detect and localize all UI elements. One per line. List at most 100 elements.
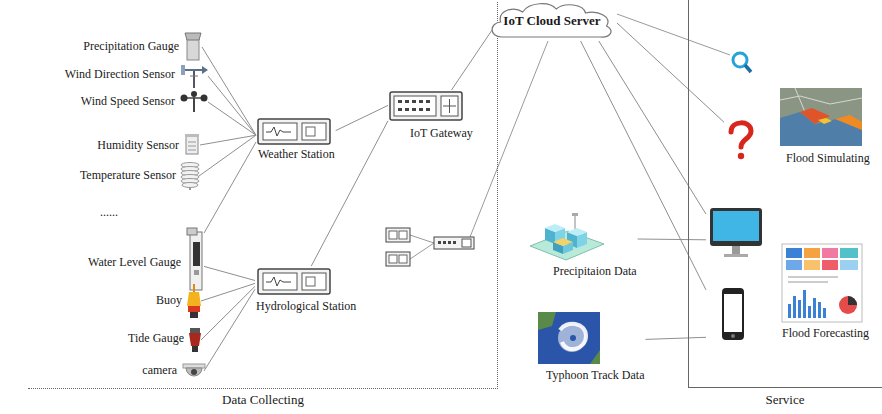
phone-icon bbox=[722, 288, 744, 340]
service-output: Flood Forecasting bbox=[706, 206, 870, 341]
connector-line bbox=[208, 76, 256, 135]
dashboard-image bbox=[786, 260, 802, 270]
gateway-icon bbox=[412, 100, 416, 103]
wind-vane-icon bbox=[181, 65, 185, 75]
sensor-node: Tide Gauge bbox=[127, 328, 201, 352]
precipitation-gauge-icon bbox=[187, 38, 199, 60]
question-icon bbox=[738, 153, 744, 159]
station-node: Weather Station bbox=[256, 117, 336, 162]
gateway-icon bbox=[419, 100, 423, 103]
connector-line bbox=[599, 41, 706, 214]
weather-station-icon bbox=[266, 127, 291, 136]
flood-map-image bbox=[780, 96, 862, 104]
tide-gauge-icon bbox=[189, 333, 201, 346]
node-label: Buoy bbox=[156, 293, 182, 307]
dashboard-image bbox=[804, 260, 820, 270]
gateway-icon bbox=[426, 100, 430, 103]
service-output: Flood Simulating bbox=[724, 86, 871, 166]
node-label: Humidity Sensor bbox=[97, 138, 179, 152]
precipitation-gauge-icon bbox=[185, 33, 201, 60]
precipitation-gauge-icon bbox=[185, 33, 201, 40]
dashboard-image bbox=[788, 281, 828, 283]
dashboard-image bbox=[808, 306, 811, 318]
node-label: IoT Cloud Server bbox=[503, 13, 600, 29]
hydrological-station-icon bbox=[263, 273, 297, 290]
ellipsis-label: ...... bbox=[100, 205, 118, 219]
typhoon-image bbox=[558, 324, 586, 352]
monitor-icon bbox=[724, 254, 748, 257]
sensor-node: Wind Direction Sensor bbox=[64, 63, 208, 89]
small-gateway-icons bbox=[386, 41, 548, 266]
wind-vane-icon bbox=[190, 76, 198, 77]
small-gateway-icons bbox=[389, 255, 397, 263]
search-icon bbox=[733, 53, 747, 67]
water-level-gauge-icon bbox=[190, 232, 202, 290]
precipitation-data-image bbox=[530, 231, 604, 260]
node-label: Temperature Sensor bbox=[80, 168, 176, 182]
flood-map-image bbox=[818, 118, 832, 124]
precipitation-data-image bbox=[530, 213, 604, 260]
weather-station-icon bbox=[258, 119, 330, 144]
small-gateway-icons bbox=[453, 241, 456, 244]
humidity-sensor-icon bbox=[188, 142, 196, 143]
node-label: Data Collecting bbox=[222, 392, 304, 408]
gateway-node: IoT Gateway bbox=[388, 90, 474, 141]
buoy-icon bbox=[188, 306, 200, 312]
connector-line bbox=[201, 283, 255, 301]
hydrological-station-icon bbox=[266, 277, 291, 286]
dashboard-image bbox=[804, 248, 820, 258]
water-level-gauge-icon bbox=[194, 270, 199, 275]
weather-station-icon bbox=[302, 123, 326, 140]
connector-line bbox=[638, 239, 706, 241]
gateway-icon bbox=[441, 96, 458, 116]
temperature-sensor-icon bbox=[182, 183, 198, 188]
water-level-gauge-icon bbox=[187, 228, 202, 290]
typhoon-image bbox=[560, 324, 586, 349]
buoy-icon bbox=[187, 292, 201, 306]
anemometer-icon bbox=[181, 95, 188, 102]
sensor-node: Buoy bbox=[155, 284, 201, 318]
precipitation-data-image bbox=[553, 238, 573, 246]
connector-line bbox=[208, 102, 256, 135]
small-gateway-icons bbox=[434, 237, 474, 249]
search-icon bbox=[617, 14, 751, 72]
camera-icon bbox=[183, 364, 205, 368]
connector-line bbox=[199, 135, 256, 176]
connector-line bbox=[204, 266, 255, 280]
region-panel: ServiceFlood SimulatingFlood Forecasting bbox=[688, 0, 882, 388]
precipitation-data-image bbox=[567, 228, 587, 236]
dashboard-image bbox=[822, 248, 838, 258]
cloud-server: IoT Cloud Server bbox=[487, 1, 617, 41]
node-label: Water Level Gauge bbox=[88, 255, 181, 269]
dashboard-image bbox=[786, 248, 802, 258]
gateway-icon bbox=[426, 108, 430, 111]
hydrological-station-icon bbox=[258, 269, 330, 294]
hydrological-station-icon bbox=[302, 273, 326, 290]
small-gateway-icons bbox=[399, 255, 407, 263]
connector-line bbox=[336, 105, 388, 130]
question-icon bbox=[731, 123, 751, 147]
dashboard-image bbox=[840, 260, 858, 270]
gateway-icon bbox=[405, 100, 409, 103]
node-label: Weather Station bbox=[258, 147, 335, 161]
search-icon bbox=[745, 65, 751, 72]
sensor-node: Temperature Sensor bbox=[79, 162, 199, 190]
node-label: Typhoon Track Data bbox=[546, 368, 644, 382]
connector-line bbox=[202, 47, 256, 135]
connector-line bbox=[646, 337, 707, 339]
sensor-node: Precipitation Gauge bbox=[82, 33, 202, 61]
gateway-icon bbox=[398, 100, 402, 103]
weather-station-icon bbox=[306, 127, 315, 136]
dashboard-image bbox=[798, 300, 801, 318]
tide-gauge-icon bbox=[189, 328, 201, 352]
small-gateway-icons bbox=[410, 235, 434, 243]
dashboard-image bbox=[782, 244, 862, 322]
humidity-sensor-icon bbox=[188, 146, 196, 147]
weather-station-icon bbox=[258, 119, 330, 144]
node-label: IoT Gateway bbox=[410, 126, 473, 140]
dashboard-image bbox=[782, 244, 862, 322]
dashboard-image bbox=[813, 298, 816, 318]
small-gateway-icons bbox=[399, 231, 407, 239]
small-gateway-icons bbox=[470, 41, 548, 237]
